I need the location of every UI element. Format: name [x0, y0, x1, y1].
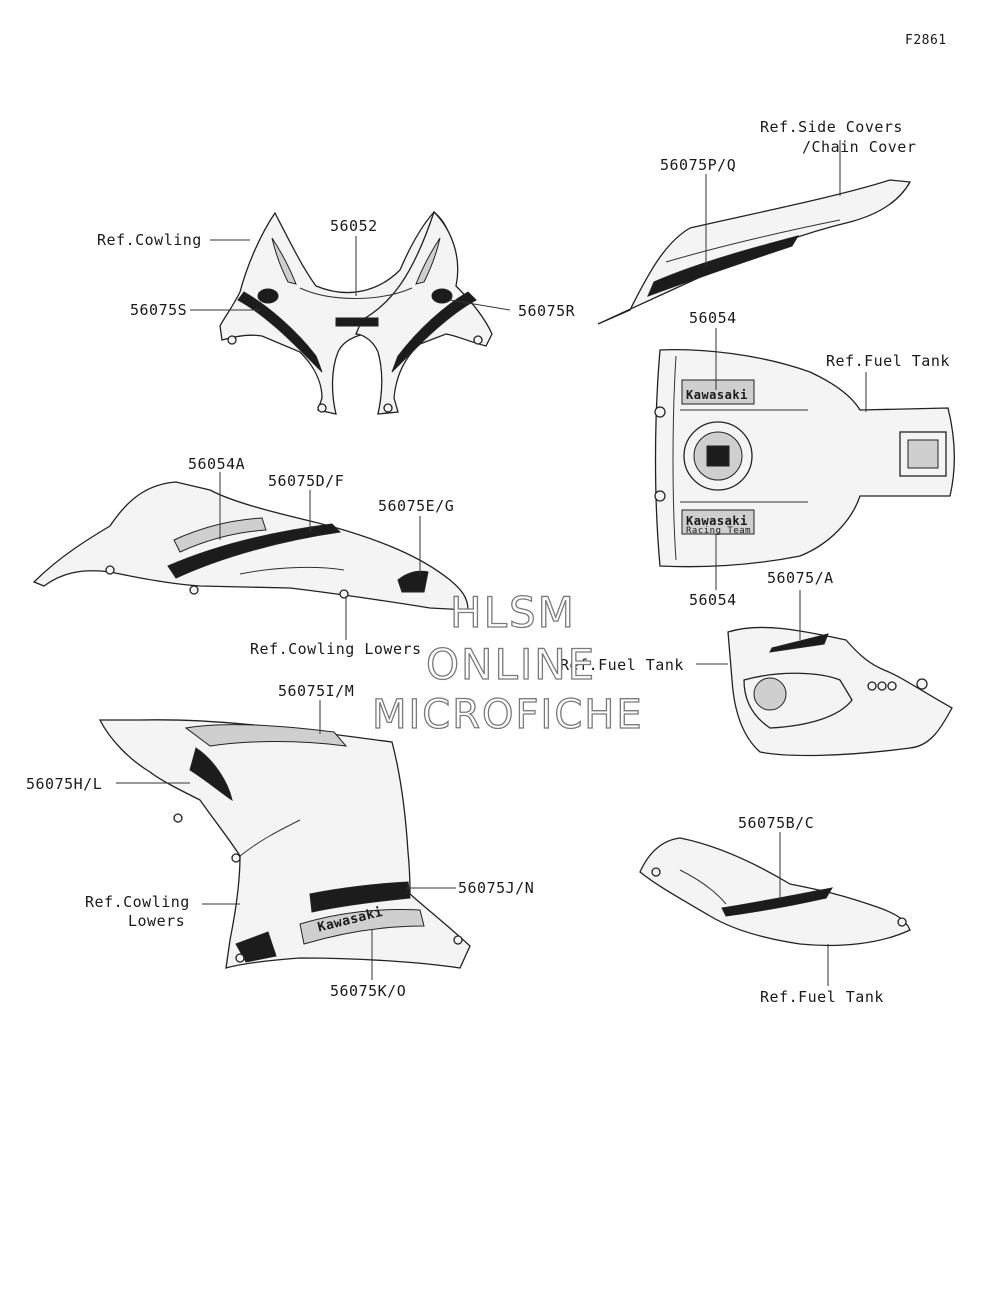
label-ref-cowling-lowers-1: Ref.Cowling [85, 893, 190, 911]
label-ref-chain-cover: /Chain Cover [802, 138, 917, 156]
label-56075BC: 56075B/C [738, 814, 815, 832]
fuel-tank-top-illustration [654, 349, 955, 568]
label-56054A: 56054A [188, 455, 246, 473]
side-cover-illustration [597, 179, 912, 325]
label-ref-fuel-tank-bottom: Ref.Fuel Tank [760, 988, 884, 1006]
label-56075KO: 56075K/O [330, 982, 407, 1000]
label-ref-fuel-tank-mid: Ref.Fuel Tank [560, 656, 684, 674]
label-56075HL: 56075H/L [26, 775, 103, 793]
label-56075A: 56075/A [767, 569, 834, 587]
label-56052: 56052 [330, 217, 378, 235]
label-ref-cowling: Ref.Cowling [97, 231, 202, 249]
label-56075DF: 56075D/F [268, 472, 345, 490]
watermark-microfiche: MICROFICHE [371, 691, 644, 738]
decal-kawasaki-top: Kawasaki [686, 388, 748, 402]
label-56075PQ: 56075P/Q [660, 156, 737, 174]
upper-cowl-illustration [219, 210, 493, 415]
diagram-code: F2861 [905, 33, 947, 48]
watermark-online: ONLINE [425, 639, 597, 689]
fuel-tank-side-illustration [727, 626, 953, 757]
label-56075IM: 56075I/M [278, 682, 355, 700]
watermark-hlsm: HLSM [449, 587, 576, 637]
label-56075S: 56075S [130, 301, 188, 319]
label-ref-fuel-tank-top: Ref.Fuel Tank [826, 352, 950, 370]
tail-cover-illustration [639, 837, 911, 947]
label-ref-side-covers: Ref.Side Covers [760, 118, 903, 136]
label-56075EG: 56075E/G [378, 497, 455, 515]
label-ref-cowling-lowers-mid: Ref.Cowling Lowers [250, 640, 422, 658]
lower-fairing-illustration [98, 719, 471, 969]
label-ref-cowling-lowers-2: Lowers [128, 912, 186, 930]
label-56075R: 56075R [518, 302, 576, 320]
leader-lines [116, 140, 867, 986]
label-56054-bottom: 56054 [689, 591, 737, 609]
decal-kawasaki-bottom: Kawasaki [686, 514, 748, 528]
label-56075JN: 56075J/N [458, 879, 535, 897]
decal-racing-team: Racing Team [686, 526, 752, 536]
label-56054-top: 56054 [689, 309, 737, 327]
